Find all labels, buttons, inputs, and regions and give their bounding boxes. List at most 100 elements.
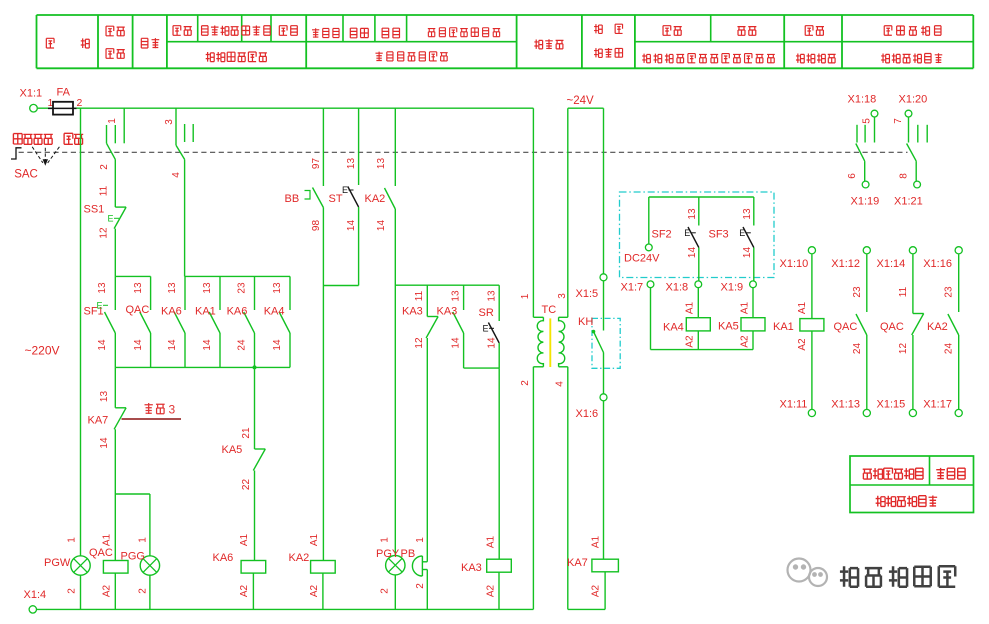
svg-text:SAC: SAC xyxy=(14,168,38,180)
svg-text:14: 14 xyxy=(99,437,110,449)
svg-text:X1:20: X1:20 xyxy=(899,94,928,106)
svg-text:14: 14 xyxy=(487,337,498,349)
svg-text:X1:1: X1:1 xyxy=(20,88,43,100)
svg-text:14: 14 xyxy=(202,339,213,351)
svg-text:PGW: PGW xyxy=(44,557,71,569)
svg-text:11: 11 xyxy=(414,290,425,301)
svg-text:14: 14 xyxy=(451,337,462,349)
svg-text:A2: A2 xyxy=(309,584,320,597)
svg-text:1: 1 xyxy=(138,537,149,543)
svg-text:SF2: SF2 xyxy=(652,229,672,241)
svg-text:2: 2 xyxy=(520,380,531,386)
svg-text:X1:9: X1:9 xyxy=(721,282,744,294)
svg-text:X1:17: X1:17 xyxy=(923,399,952,411)
svg-text:~220V: ~220V xyxy=(25,344,60,358)
svg-text:QAC: QAC xyxy=(880,321,904,333)
svg-text:PGG: PGG xyxy=(121,551,145,563)
svg-text:3: 3 xyxy=(169,403,176,417)
svg-text:KA6: KA6 xyxy=(213,552,234,564)
svg-text:X1:14: X1:14 xyxy=(877,258,906,270)
svg-text:E: E xyxy=(483,324,489,334)
svg-text:X1:12: X1:12 xyxy=(831,258,860,270)
svg-text:A2: A2 xyxy=(102,584,113,597)
svg-text:A1: A1 xyxy=(797,301,808,314)
svg-text:X1:10: X1:10 xyxy=(780,258,809,270)
svg-text:A1: A1 xyxy=(685,301,696,314)
svg-text:KA5: KA5 xyxy=(718,321,739,333)
svg-text:QAC: QAC xyxy=(834,321,858,333)
svg-text:BB: BB xyxy=(285,193,300,205)
svg-text:12: 12 xyxy=(414,337,425,349)
svg-text:KA4: KA4 xyxy=(264,306,285,318)
svg-text:KA7: KA7 xyxy=(567,557,588,569)
svg-text:14: 14 xyxy=(167,339,178,351)
svg-text:13: 13 xyxy=(133,282,144,294)
svg-text:A2: A2 xyxy=(591,584,602,597)
svg-text:A2: A2 xyxy=(486,584,497,597)
svg-text:14: 14 xyxy=(742,247,753,259)
svg-text:13: 13 xyxy=(272,282,283,294)
svg-text:13: 13 xyxy=(742,208,753,220)
svg-text:13: 13 xyxy=(167,282,178,294)
svg-text:E: E xyxy=(342,185,348,195)
svg-text:~24V: ~24V xyxy=(567,95,595,107)
svg-text:4: 4 xyxy=(171,172,182,178)
svg-text:QAC: QAC xyxy=(126,304,150,316)
svg-text:KA4: KA4 xyxy=(663,322,684,334)
svg-text:1: 1 xyxy=(520,293,531,299)
svg-text:23: 23 xyxy=(852,286,863,298)
svg-text:13: 13 xyxy=(99,391,110,403)
svg-text:2: 2 xyxy=(380,588,391,594)
svg-text:E: E xyxy=(97,301,103,311)
svg-text:PB: PB xyxy=(401,548,416,560)
svg-text:14: 14 xyxy=(133,339,144,351)
svg-text:KA5: KA5 xyxy=(222,444,243,456)
svg-text:A1: A1 xyxy=(102,533,113,546)
svg-text:13: 13 xyxy=(97,282,108,294)
svg-text:KA2: KA2 xyxy=(289,552,310,564)
svg-text:12: 12 xyxy=(99,227,110,239)
svg-text:X1:6: X1:6 xyxy=(576,408,599,420)
svg-text:E: E xyxy=(684,228,690,238)
svg-text:A2: A2 xyxy=(797,338,808,351)
svg-text:KA3: KA3 xyxy=(402,306,423,318)
svg-text:13: 13 xyxy=(487,290,498,302)
svg-text:FA: FA xyxy=(57,87,71,99)
svg-text:14: 14 xyxy=(272,339,283,351)
svg-text:2: 2 xyxy=(138,588,149,594)
svg-text:ST: ST xyxy=(329,193,343,205)
svg-text:8: 8 xyxy=(899,173,910,179)
svg-text:KA2: KA2 xyxy=(927,321,948,333)
svg-text:E: E xyxy=(739,228,745,238)
svg-text:X1:5: X1:5 xyxy=(576,288,599,300)
svg-text:KH: KH xyxy=(578,316,593,328)
svg-text:97: 97 xyxy=(311,158,322,170)
svg-text:SS1: SS1 xyxy=(84,204,105,216)
svg-text:X1:4: X1:4 xyxy=(24,589,47,601)
svg-text:98: 98 xyxy=(311,220,322,232)
svg-text:KA1: KA1 xyxy=(195,306,216,318)
svg-text:5: 5 xyxy=(862,118,873,124)
svg-text:4: 4 xyxy=(555,381,566,387)
svg-text:X1:19: X1:19 xyxy=(851,196,880,208)
svg-text:X1:21: X1:21 xyxy=(894,196,923,208)
svg-text:1: 1 xyxy=(380,537,391,543)
svg-text:13: 13 xyxy=(346,158,357,170)
svg-text:E: E xyxy=(108,214,114,224)
svg-text:KA1: KA1 xyxy=(773,321,794,333)
svg-text:13: 13 xyxy=(202,282,213,294)
svg-text:22: 22 xyxy=(241,479,252,491)
svg-text:X1:7: X1:7 xyxy=(621,282,644,294)
svg-text:14: 14 xyxy=(346,220,357,232)
svg-text:11: 11 xyxy=(898,286,909,297)
svg-text:1: 1 xyxy=(415,537,426,543)
svg-text:2: 2 xyxy=(99,164,110,170)
svg-text:13: 13 xyxy=(451,290,462,302)
svg-text:13: 13 xyxy=(687,208,698,220)
svg-text:23: 23 xyxy=(944,286,955,298)
svg-text:X1:15: X1:15 xyxy=(877,399,906,411)
svg-text:KA6: KA6 xyxy=(161,306,182,318)
svg-text:A1: A1 xyxy=(486,535,497,548)
svg-text:SF1: SF1 xyxy=(84,306,104,318)
svg-text:1: 1 xyxy=(107,118,118,124)
